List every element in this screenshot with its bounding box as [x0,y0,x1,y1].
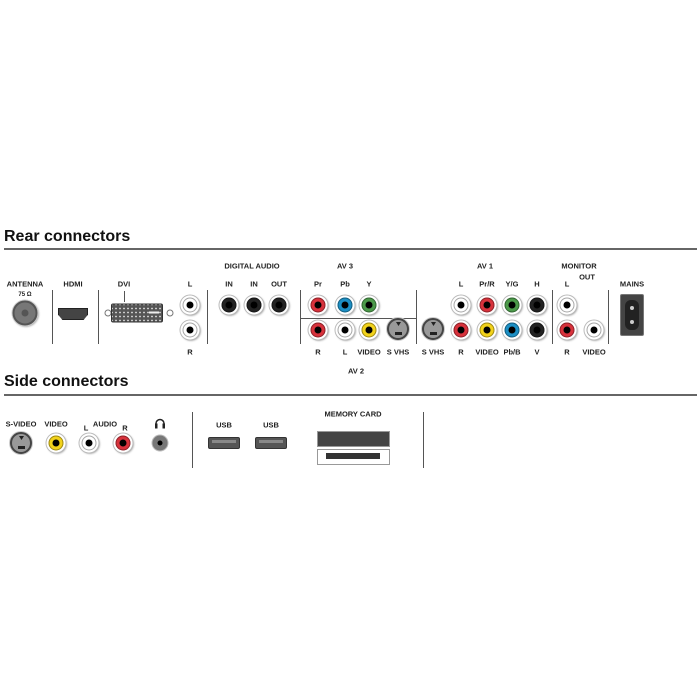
separator [207,290,208,344]
digital-in-1-jack-icon [219,295,239,315]
separator [300,290,301,344]
separator [608,290,609,344]
monitor-out-label-2: OUT [579,272,595,282]
usb-2-label: USB [263,420,279,430]
monitor-l-jack-icon [557,295,577,315]
mains-label: MAINS [619,279,645,289]
av3-label: AV 3 [336,261,354,271]
svideo-connector-icon [10,432,32,454]
digital-out-jack-icon [269,295,289,315]
av1-v-label: V [534,347,540,357]
monitor-video-jack-icon [584,320,604,340]
audio-label: AUDIO [92,419,118,429]
av2-r-label: R [315,347,321,357]
av1-h-label: H [534,279,540,289]
digital-in-2-label: IN [250,279,258,289]
digital-audio-label: DIGITAL AUDIO [224,261,280,271]
rear-divider [4,248,697,250]
side-connectors-heading: Side connectors [4,373,129,390]
av3-pr-label: Pr [314,279,322,289]
dvi-port-icon [111,303,163,323]
separator [416,290,417,344]
monitor-l-label: L [564,279,570,289]
monitor-r-label: R [564,347,570,357]
side-divider [4,394,697,396]
av1-svhs-connector-icon [422,318,444,340]
antenna-label: ANTENNA [6,279,44,289]
av2-label: AV 2 [347,366,365,376]
screw-icon [166,309,174,317]
av1-h-jack-icon [527,295,547,315]
av3-pb-jack-icon [335,295,355,315]
av1-pb-jack-icon [502,320,522,340]
antenna-connector-icon [12,300,38,326]
av2-video-label: VIDEO [357,347,381,357]
side-audio-r-jack-icon [113,433,133,453]
memory-card-slot-icon [317,449,390,465]
av2-r-jack-icon [308,320,328,340]
monitor-video-label: VIDEO [582,347,606,357]
separator [52,290,53,344]
av1-yg-jack-icon [502,295,522,315]
av1-yg-label: Y/G [505,279,519,289]
dvi-audio-l-label: L [187,279,193,289]
av1-pb-label: Pb/B [503,347,521,357]
av2-l-label: L [342,347,348,357]
mains-pin-icon [630,320,634,324]
av2-l-jack-icon [335,320,355,340]
av1-r-label: R [458,347,464,357]
separator [423,412,424,468]
rear-connectors-heading: Rear connectors [4,228,131,245]
dvi-label: DVI [117,279,131,289]
av1-pr-label: Pr/R [479,279,495,289]
av1-v-jack-icon [527,320,547,340]
dvi-audio-r-label: R [187,347,193,357]
headphone-jack-icon [152,435,168,451]
dvi-audio-r-jack-icon [180,320,200,340]
mains-socket-icon [620,294,644,336]
av2-svhs-label: S VHS [386,347,410,357]
headphones-icon [155,418,165,429]
hdmi-label: HDMI [63,279,83,289]
av2-video-jack-icon [359,320,379,340]
av2-svhs-connector-icon [387,318,409,340]
digital-in-1-label: IN [225,279,233,289]
av1-video-jack-icon [477,320,497,340]
usb-port-icon [208,437,240,449]
av3-pb-label: Pb [340,279,350,289]
monitor-r-jack-icon [557,320,577,340]
side-audio-l-jack-icon [79,433,99,453]
av1-l-label: L [458,279,464,289]
separator [98,290,99,344]
av1-l-jack-icon [451,295,471,315]
av1-pr-jack-icon [477,295,497,315]
av1-label: AV 1 [476,261,494,271]
av3-pr-jack-icon [308,295,328,315]
dvi-pointer [124,291,125,302]
svideo-label: S-VIDEO [5,419,37,429]
separator [192,412,193,468]
dvi-audio-l-jack-icon [180,295,200,315]
video-label: VIDEO [44,419,68,429]
digital-in-2-jack-icon [244,295,264,315]
av3-y-jack-icon [359,295,379,315]
mains-pin-icon [630,306,634,310]
audio-l-label: L [83,423,89,433]
side-video-jack-icon [46,433,66,453]
memory-card-label: MEMORY CARD [324,409,382,419]
digital-out-label: OUT [271,279,287,289]
av1-svhs-label: S VHS [421,347,445,357]
av1-video-label: VIDEO [475,347,499,357]
av1-r-jack-icon [451,320,471,340]
audio-r-label: R [122,423,128,433]
av-group-divider [300,318,416,319]
memory-card-slot-icon [317,431,390,447]
usb-port-icon [255,437,287,449]
monitor-out-label-1: MONITOR [561,261,597,271]
antenna-impedance: 75 Ω [18,292,32,298]
separator [552,290,553,344]
usb-1-label: USB [216,420,232,430]
hdmi-port-icon [58,308,88,320]
av3-y-label: Y [366,279,372,289]
